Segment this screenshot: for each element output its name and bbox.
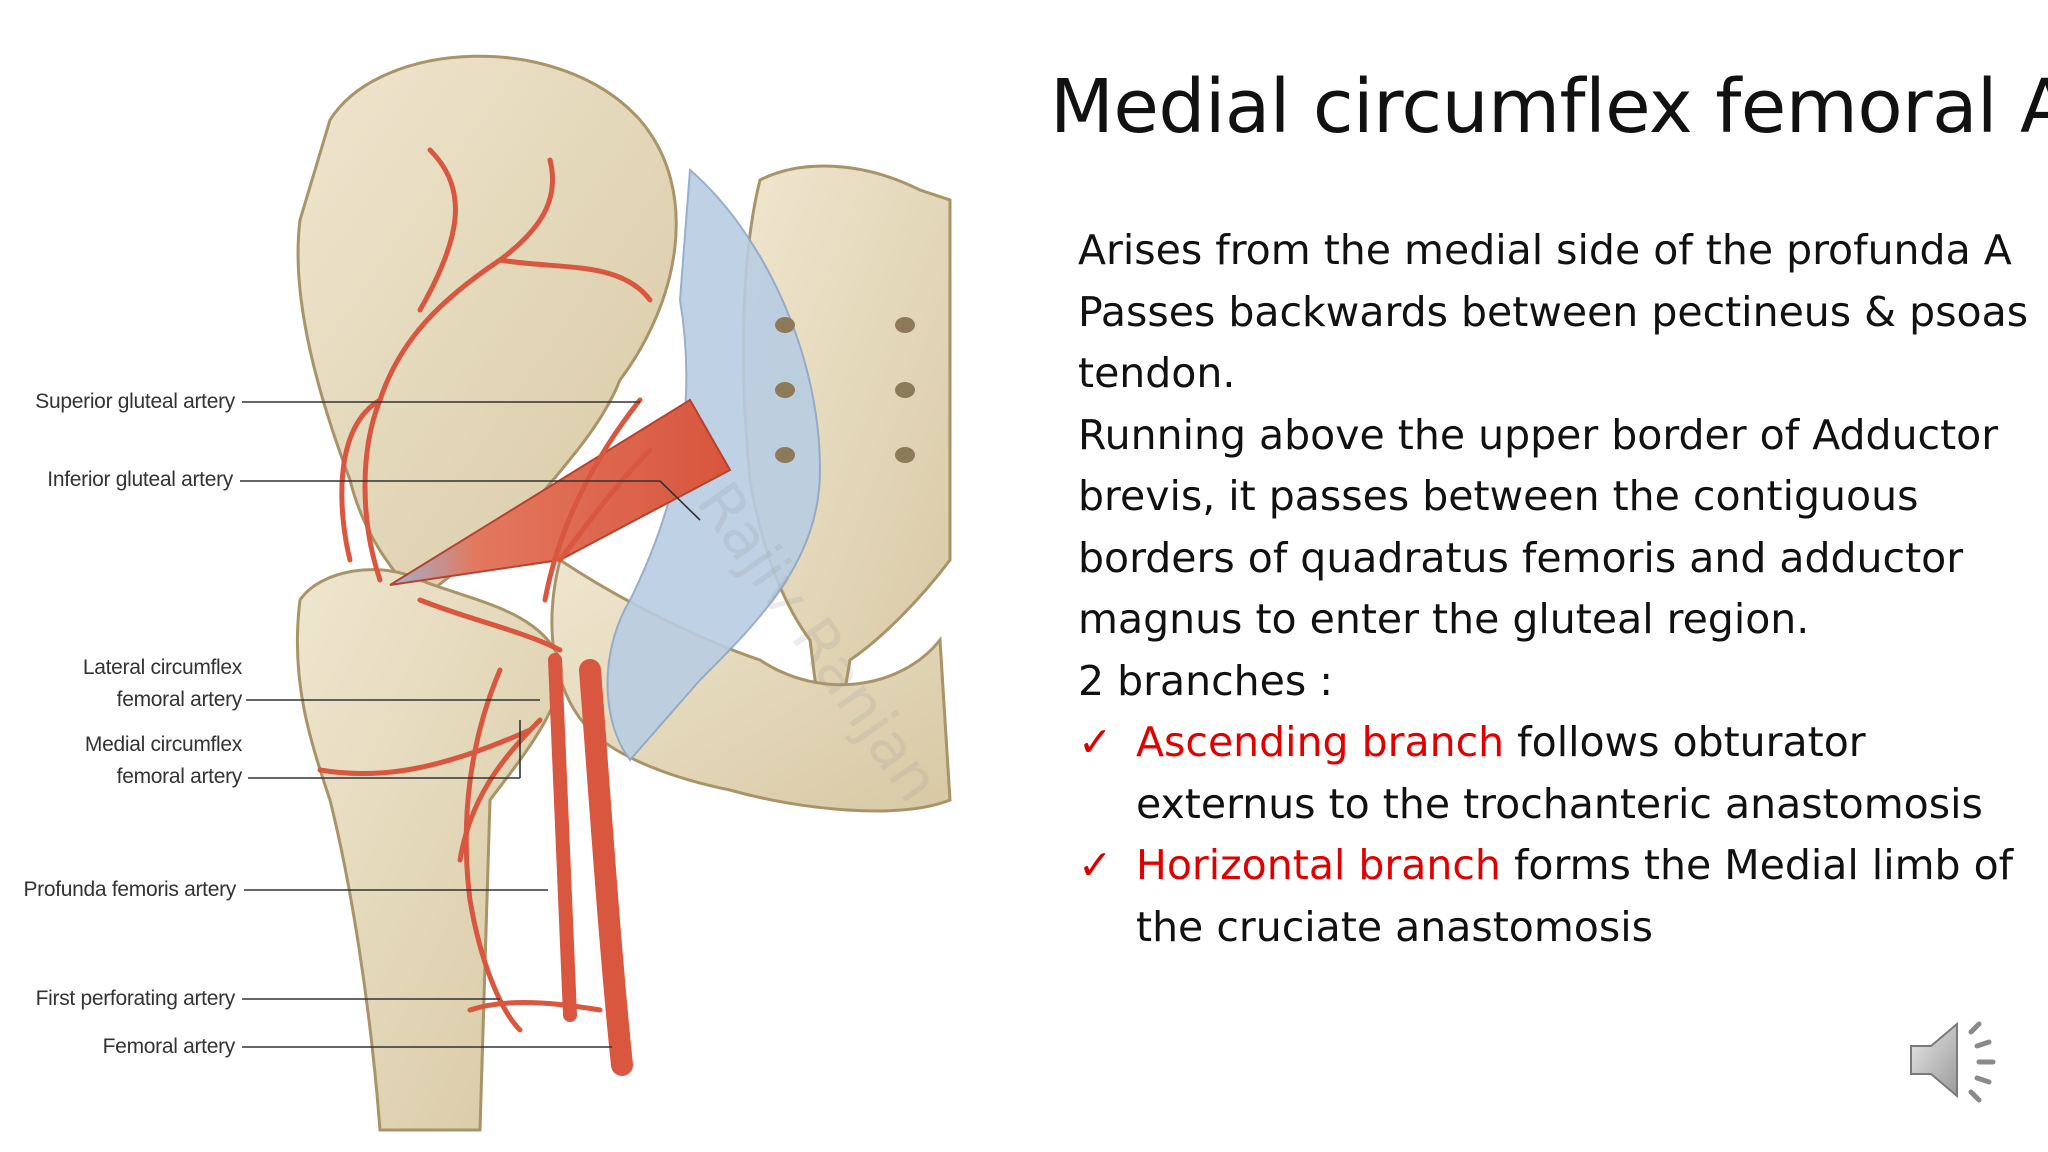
body-line: magnus to enter the gluteal region. bbox=[1078, 595, 1810, 643]
body-line: brevis, it passes between the contiguous bbox=[1078, 472, 1919, 520]
label-line: Medial circumflex bbox=[84, 733, 242, 756]
bullet-line: externus to the trochanteric anastomosis bbox=[1136, 779, 1983, 828]
bullet-text: follows obturator bbox=[1504, 718, 1866, 766]
body-line: Arises from the medial side of the profu… bbox=[1078, 226, 2012, 274]
slide-body: Arises from the medial side of the profu… bbox=[1078, 220, 2038, 958]
label-line: femoral artery bbox=[116, 688, 243, 711]
speaker-icon[interactable] bbox=[1905, 1010, 2015, 1110]
bullet-line: the cruciate anastomosis bbox=[1136, 902, 1653, 951]
profunda-artery-vessel bbox=[548, 653, 577, 1022]
anatomy-figure: Superior gluteal artery Inferior gluteal… bbox=[0, 0, 960, 1152]
body-line: Running above the upper border of Adduct… bbox=[1078, 410, 1999, 459]
label-medial-circumflex-femoral-artery: Medial circumflex femoral artery bbox=[10, 729, 242, 793]
label-superior-gluteal-artery: Superior gluteal artery bbox=[35, 390, 235, 413]
piriformis-muscle bbox=[389, 398, 732, 586]
bullet-line: Horizontal branch forms the Medial limb … bbox=[1136, 835, 2038, 897]
bullet-text: forms the Medial limb of bbox=[1500, 841, 2014, 889]
femoral-artery-vessel bbox=[579, 659, 633, 1076]
label-first-perforating-artery: First perforating artery bbox=[35, 987, 236, 1010]
check-icon: ✓ bbox=[1078, 841, 1113, 889]
label-profunda-femoris-artery: Profunda femoris artery bbox=[23, 878, 236, 901]
bullet-highlight: Ascending branch bbox=[1136, 718, 1505, 766]
bullet-highlight: Horizontal branch bbox=[1136, 841, 1501, 889]
leader-lines bbox=[240, 401, 701, 1048]
body-line: tendon. bbox=[1078, 349, 1236, 397]
slide-title: Medial circumflex femoral A bbox=[1050, 64, 2048, 150]
body-line: Passes backwards between pectineus & pso… bbox=[1078, 287, 2029, 336]
label-line: Lateral circumflex bbox=[82, 656, 242, 679]
artery-branches bbox=[317, 147, 653, 1033]
femur-bone bbox=[295, 568, 563, 1132]
label-femoral-artery: Femoral artery bbox=[102, 1035, 236, 1058]
ilium-bone bbox=[296, 54, 678, 603]
label-inferior-gluteal-artery: Inferior gluteal artery bbox=[47, 468, 233, 491]
body-line: 2 branches : bbox=[1078, 656, 1334, 705]
body-line: borders of quadratus femoris and adducto… bbox=[1078, 533, 1964, 582]
hip-illustration bbox=[240, 54, 952, 1132]
bullet-line: Ascending branch follows obturator bbox=[1136, 712, 2038, 774]
bullet-ascending-branch: ✓ Ascending branch follows obturator ext… bbox=[1078, 712, 2038, 835]
label-line: femoral artery bbox=[116, 765, 243, 788]
bullet-horizontal-branch: ✓ Horizontal branch forms the Medial lim… bbox=[1078, 835, 2038, 958]
label-lateral-circumflex-femoral-artery: Lateral circumflex femoral artery bbox=[10, 652, 242, 716]
check-icon: ✓ bbox=[1078, 718, 1113, 766]
